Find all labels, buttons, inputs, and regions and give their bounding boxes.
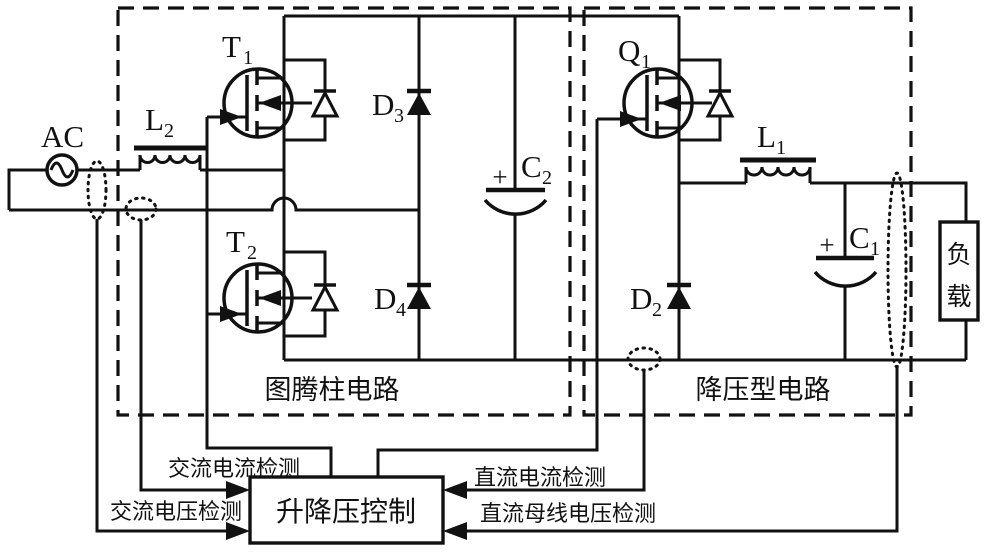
l1-label-sub: 1 — [776, 137, 786, 159]
load-box — [938, 220, 980, 322]
wire-ac-current-sense — [139, 220, 232, 492]
q1-label: Q — [618, 33, 640, 68]
ac-current-arrow-icon — [226, 481, 250, 499]
c2-capacitor — [483, 187, 548, 216]
dc-current-sensor-icon — [626, 346, 662, 372]
t1-mosfet — [220, 67, 340, 139]
d4-label-sub: 4 — [396, 299, 406, 321]
dc-current-detect-label: 直流电流检测 — [474, 465, 606, 490]
c2-curved-plate — [483, 198, 548, 216]
ac-source-circle — [45, 153, 79, 187]
load-label-char1: 负 — [946, 241, 971, 269]
q1-label-sub: 1 — [641, 51, 651, 73]
c1-label-sub: 1 — [870, 238, 880, 260]
totem-pole-section-label: 图腾柱电路 — [265, 375, 400, 405]
wire-q1-body-diode-loop — [679, 58, 722, 142]
c2-polarity-sign: + — [492, 162, 507, 192]
controller-label: 升降压控制 — [276, 496, 416, 528]
dc-current-arrow-icon — [443, 481, 467, 499]
buck-section-label: 降压型电路 — [696, 375, 831, 405]
wire-gate-drive-q1 — [376, 119, 599, 477]
d4-label: D — [374, 281, 396, 316]
t1-label: T — [222, 29, 241, 64]
ac-voltage-detect-label: 交流电压检测 — [110, 499, 242, 524]
t2-label: T — [226, 224, 245, 259]
c2-label-sub: 2 — [542, 167, 552, 189]
l1-inductor — [740, 157, 816, 183]
t2-label-sub: 2 — [247, 242, 257, 264]
t2-body-diode-icon — [310, 283, 340, 312]
dc-bus-voltage-detect-label: 直流母线电压检测 — [480, 501, 656, 526]
t1-body-diode-icon — [310, 89, 340, 118]
ac-sine-icon — [49, 161, 75, 179]
q1-body-arrow-icon — [659, 95, 681, 111]
circuit-wires — [7, 14, 968, 533]
d3-diode — [407, 88, 431, 115]
l1-label: L — [757, 119, 776, 154]
ac-label: AC — [41, 119, 84, 154]
l1-winding — [744, 166, 812, 183]
ac-voltage-sensor-icon — [86, 159, 108, 221]
l2-winding — [138, 154, 202, 170]
d2-triangle-icon — [667, 287, 691, 309]
q1-mosfet — [620, 67, 735, 139]
c1-polarity-sign: + — [819, 230, 834, 260]
t1-gate-arrow-icon — [220, 109, 242, 125]
t2-gate-arrow-icon — [220, 306, 242, 322]
c1-curved-plate — [813, 270, 878, 288]
buck-section-border — [582, 6, 913, 417]
d4-triangle-icon — [407, 287, 431, 309]
t2-body-arrow-icon — [259, 290, 281, 306]
wire-ac-bottom-with-hop — [9, 196, 419, 212]
ac-source-symbol — [45, 153, 79, 187]
load-label-char2: 载 — [946, 283, 971, 311]
wire-ac-left-loop — [7, 168, 47, 210]
d3-label-sub: 3 — [394, 105, 404, 127]
d2-label-sub: 2 — [652, 299, 662, 321]
d3-triangle-icon — [407, 93, 431, 115]
t2-mosfet — [220, 262, 340, 334]
wire-ac-voltage-sense — [95, 219, 232, 533]
l2-label-sub: 2 — [164, 120, 174, 142]
c1-label: C — [849, 220, 870, 255]
wire-gate-drive-t1-t2 — [205, 117, 333, 477]
d2-label: D — [630, 281, 652, 316]
wire-l1-to-load — [810, 181, 968, 222]
d2-diode — [667, 282, 691, 309]
dc-voltage-sensor-icon — [886, 171, 908, 369]
d3-label: D — [372, 87, 394, 122]
ac-current-sensor-icon — [124, 196, 158, 222]
c1-capacitor — [813, 255, 878, 288]
dc-voltage-arrow-icon — [443, 522, 467, 540]
controller-box — [248, 475, 445, 545]
q1-body-diode-icon — [705, 89, 735, 118]
l2-inductor — [134, 145, 206, 170]
wire-dc-bus-voltage-sense — [461, 365, 899, 533]
ac-current-detect-label: 交流电流检测 — [168, 456, 300, 481]
q1-gate-arrow-icon — [620, 111, 642, 127]
c2-label: C — [521, 149, 542, 184]
d4-diode — [407, 282, 431, 309]
l2-label: L — [145, 102, 164, 137]
wire-dc-current-sense — [461, 370, 646, 492]
t1-label-sub: 1 — [243, 47, 253, 69]
ac-voltage-arrow-icon — [226, 522, 250, 540]
t1-body-arrow-icon — [259, 95, 281, 111]
